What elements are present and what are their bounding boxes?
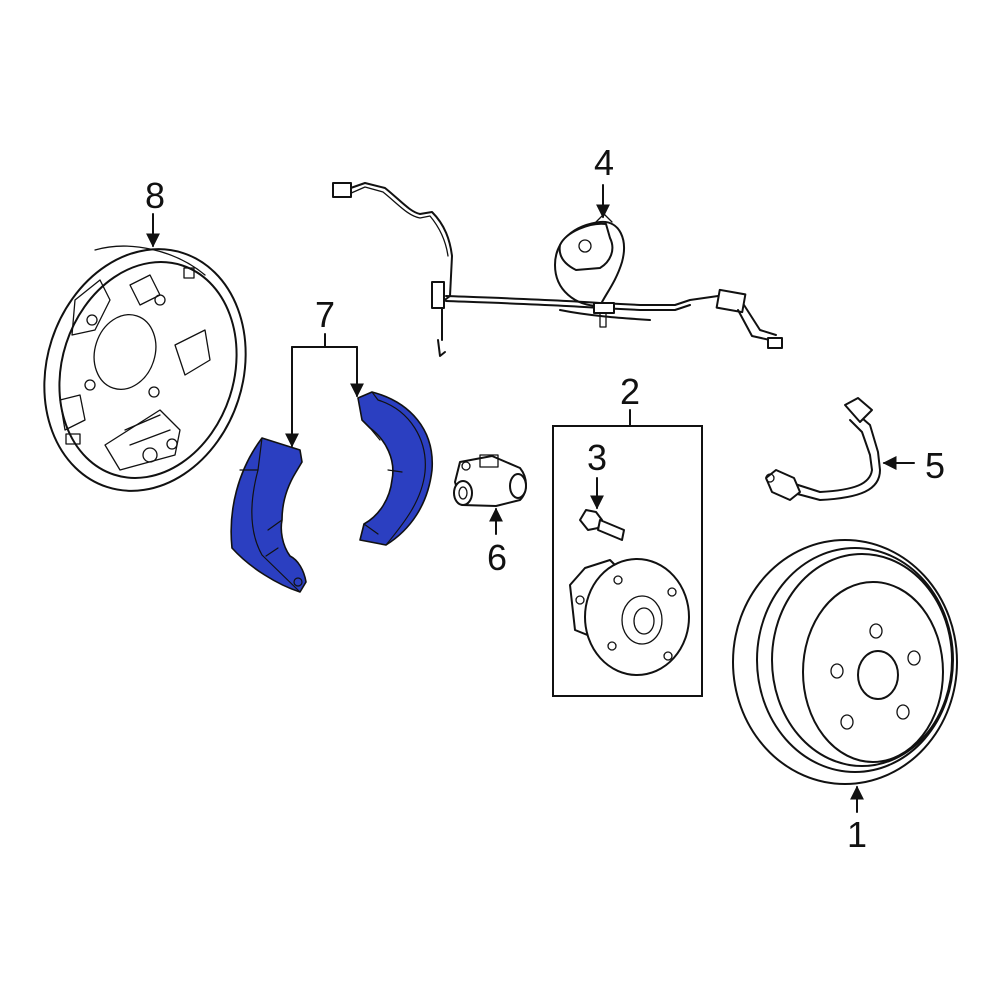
abs-sensor-harness[interactable] [332, 182, 783, 357]
brake-hose[interactable] [765, 397, 881, 501]
callout-3: 3 [587, 437, 607, 478]
hub-bearing-assembly[interactable] [569, 558, 690, 676]
callout-8: 8 [145, 175, 165, 216]
callout-1: 1 [847, 814, 867, 855]
brake-drum[interactable] [732, 539, 958, 785]
callout-6: 6 [487, 537, 507, 578]
callout-7: 7 [315, 294, 335, 335]
leader-7 [285, 333, 364, 448]
backing-plate[interactable] [14, 223, 276, 518]
callout-4: 4 [594, 142, 614, 183]
brake-shoe-left[interactable] [230, 437, 307, 593]
hub-group-box [552, 425, 703, 697]
brake-shoe-right[interactable] [357, 391, 433, 546]
callout-5: 5 [925, 445, 945, 486]
wheel-cylinder[interactable] [453, 454, 527, 507]
hub-bolt[interactable] [579, 509, 625, 541]
callout-2: 2 [620, 371, 640, 412]
